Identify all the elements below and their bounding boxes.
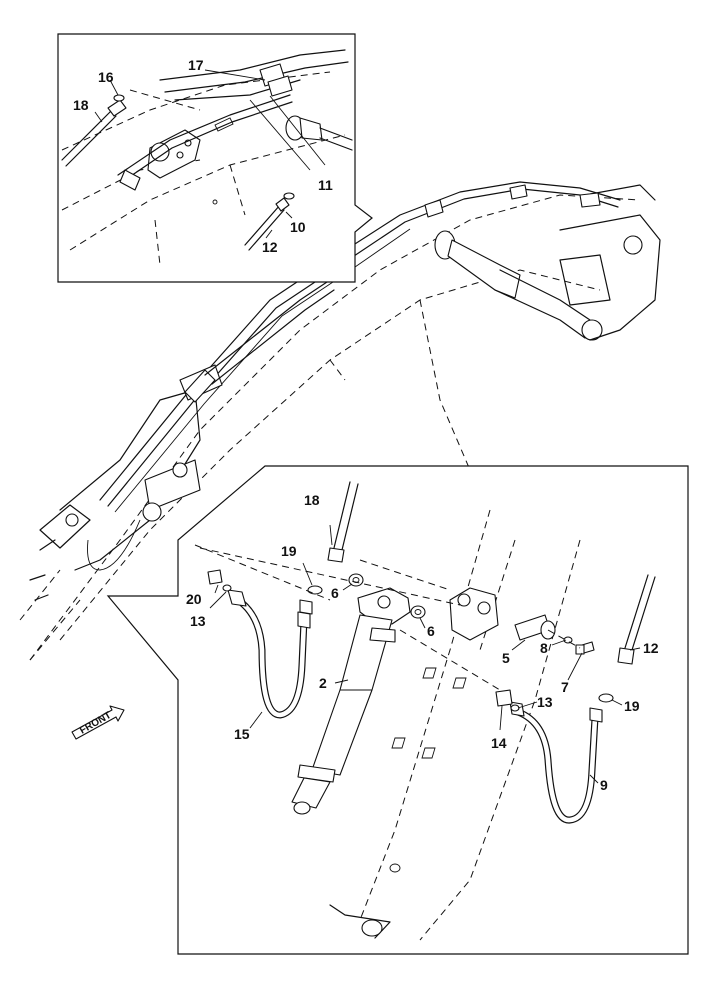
callout-8: 8 xyxy=(540,640,548,656)
callout-12: 12 xyxy=(262,239,278,255)
callout-7: 7 xyxy=(561,679,569,695)
callout-6: 6 xyxy=(331,585,339,601)
callout-19: 19 xyxy=(281,543,297,559)
callout-19: 19 xyxy=(624,698,640,714)
callout-5: 5 xyxy=(502,650,510,666)
front-arrow: FRONT xyxy=(71,705,125,740)
callout-10: 10 xyxy=(290,219,306,235)
callout-11: 11 xyxy=(318,177,333,193)
callout-17: 17 xyxy=(188,57,204,73)
callout-20: 20 xyxy=(186,591,202,607)
detail-box-top xyxy=(57,33,373,283)
callout-13: 13 xyxy=(190,613,206,629)
callout-labels: 16 17 18 11 10 12 18 19 20 13 6 6 2 15 5… xyxy=(73,57,659,793)
callout-18: 18 xyxy=(73,97,89,113)
callout-16: 16 xyxy=(98,69,114,85)
callout-2: 2 xyxy=(319,675,327,691)
callout-6: 6 xyxy=(427,623,435,639)
callout-13: 13 xyxy=(537,694,553,710)
detail-box-bottom xyxy=(106,465,689,955)
callout-12: 12 xyxy=(643,640,659,656)
callout-15: 15 xyxy=(234,726,250,742)
callout-9: 9 xyxy=(600,777,608,793)
callout-14: 14 xyxy=(491,735,507,751)
front-label: FRONT xyxy=(78,710,113,737)
callout-18: 18 xyxy=(304,492,320,508)
